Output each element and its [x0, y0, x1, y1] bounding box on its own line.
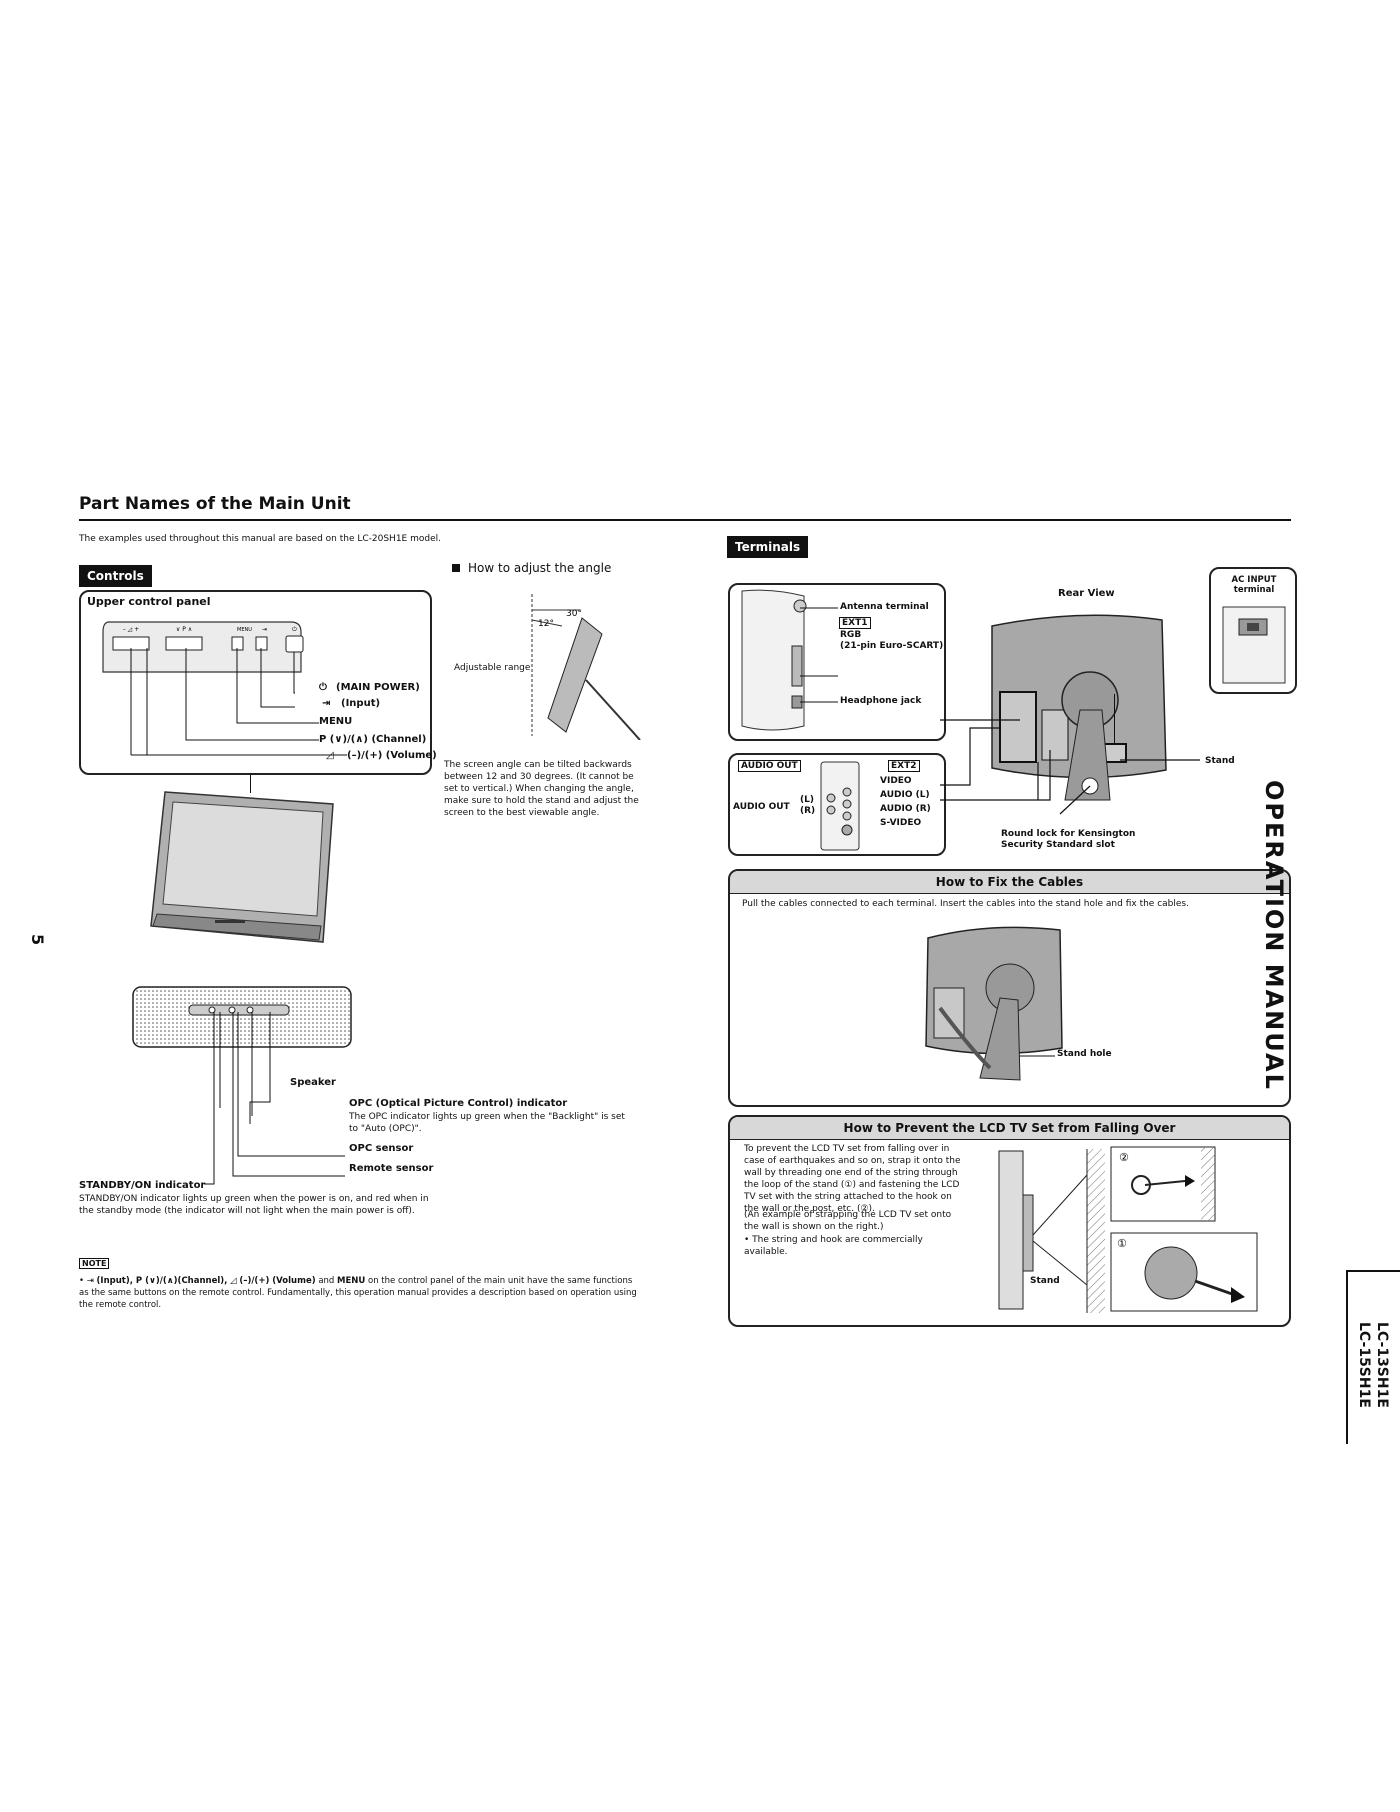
audio-out-boxed-label: AUDIO OUT: [738, 760, 801, 772]
headphone-jack-label: Headphone jack: [840, 696, 922, 706]
model-divider-horizontal: [1346, 1270, 1400, 1272]
upper-control-panel-box: Upper control panel: [79, 590, 432, 775]
intro-text: The examples used throughout this manual…: [79, 534, 441, 544]
kensington-label: Round lock for Kensington Security Stand…: [1001, 829, 1136, 850]
ac-input-box: AC INPUT terminal: [1209, 567, 1297, 694]
prevent-fall-bullet-item: • The string and hook are commercially a…: [744, 1235, 923, 1257]
video-label: VIDEO: [880, 776, 912, 786]
operation-manual-side-title: OPERATION MANUAL: [1260, 780, 1288, 1091]
side-panel-illustration: [741, 589, 807, 731]
svg-text:MENU: MENU: [237, 627, 252, 633]
circle-1-text: ①: [1117, 1237, 1127, 1250]
ext2-label: EXT2: [888, 760, 920, 772]
tv-front-illustration: [150, 791, 334, 943]
audio-out-l-label: (L): [800, 795, 814, 805]
audio-out-label: AUDIO OUT: [733, 802, 790, 812]
standby-indicator-title: STANDBY/ON indicator: [79, 1180, 206, 1191]
controls-heading: Controls: [79, 565, 152, 587]
volume-icon: ◿: [326, 750, 334, 761]
fix-cables-desc: Pull the cables connected to each termin…: [742, 899, 1189, 909]
model-lc15: LC-15SH1E: [1356, 1322, 1372, 1408]
model-divider-vertical: [1346, 1270, 1348, 1444]
antenna-terminal-label: Antenna terminal: [840, 602, 929, 612]
rear-view-illustration: [940, 614, 1200, 815]
ac-input-illustration: [1222, 606, 1286, 684]
volume-icon: ◿: [230, 1276, 237, 1286]
channel-label: P (∨)/(∧) (Channel): [319, 734, 427, 745]
speaker-bar-illustration: [132, 986, 352, 1048]
terminals-heading: Terminals: [727, 536, 809, 558]
side-terminal-leaders: [800, 607, 838, 703]
bullet-square: [452, 564, 460, 572]
note-menu: MENU: [337, 1276, 366, 1286]
note-text: • ⇥ (Input), P (∨)/(∧)(Channel), ◿ (–)/(…: [79, 1276, 637, 1310]
svg-text:– ◿ +: – ◿ +: [123, 626, 139, 633]
prevent-fall-stand-label: Stand: [1030, 1276, 1060, 1286]
note-rest: on the control panel of the main unit ha…: [79, 1276, 637, 1310]
circle-2-text: ②: [1119, 1151, 1129, 1164]
prevent-fall-box: How to Prevent the LCD TV Set from Falli…: [728, 1115, 1291, 1327]
ac-input-label: AC INPUT terminal: [1231, 575, 1277, 595]
page-number: 5: [28, 934, 47, 946]
note-and: and: [318, 1276, 335, 1286]
svg-text:⇥: ⇥: [262, 626, 267, 633]
rear-view-label: Rear View: [1058, 588, 1115, 599]
connector-line: [250, 775, 251, 793]
speaker-label: Speaker: [290, 1077, 336, 1088]
rgb-detail-label: (21-pin Euro-SCART): [840, 641, 944, 651]
control-panel-diagram: – ◿ + ∨ P ∧ MENU ⇥ ⏻: [102, 621, 347, 756]
input-icon: ⇥: [86, 1276, 94, 1286]
audio-panel-illustration: [820, 761, 860, 851]
title-divider: [79, 519, 1291, 521]
input-icon: ⇥: [322, 698, 331, 709]
ext1-label: EXT1: [839, 617, 871, 629]
audio-l-label: AUDIO (L): [880, 790, 930, 800]
menu-label: MENU: [319, 716, 353, 727]
speaker-leader-lines: [204, 1012, 345, 1185]
fix-cables-box: How to Fix the Cables Pull the cables co…: [728, 869, 1291, 1107]
input-label: (Input): [341, 698, 381, 709]
fix-cables-heading: How to Fix the Cables: [730, 871, 1289, 894]
audio-out-r-label: (R): [800, 806, 816, 816]
audio-terminal-box: [728, 753, 946, 856]
model-lc13: LC-13SH1E: [1374, 1322, 1390, 1408]
side-terminal-box: [728, 583, 946, 741]
opc-sensor-label: OPC sensor: [349, 1143, 414, 1154]
angle-30-text: 30°: [566, 609, 582, 619]
remote-sensor-label: Remote sensor: [349, 1163, 434, 1174]
stand-hole-label: Stand hole: [1057, 1049, 1112, 1059]
rgb-label: RGB: [840, 630, 862, 640]
fix-cables-illustration: [925, 926, 1063, 1081]
volume-label: (–)/(+) (Volume): [347, 750, 437, 761]
audio-r-label: AUDIO (R): [880, 804, 931, 814]
angle-desc: The screen angle can be tilted backwards…: [444, 760, 639, 818]
svg-text:⏻: ⏻: [292, 626, 297, 633]
prevent-fall-example: (An example of strapping the LCD TV set …: [744, 1210, 952, 1232]
note-volume: (–)/(+) (Volume): [239, 1276, 316, 1286]
adjustable-range-label: Adjustable range: [454, 663, 531, 673]
angle-diagram: 30° 12°: [531, 594, 641, 740]
prevent-fall-desc: To prevent the LCD TV set from falling o…: [744, 1144, 961, 1214]
main-power-icon: ⏻: [319, 682, 327, 693]
prevent-fall-heading: How to Prevent the LCD TV Set from Falli…: [730, 1117, 1289, 1140]
page-title: Part Names of the Main Unit: [79, 494, 351, 514]
s-video-label: S-VIDEO: [880, 818, 922, 828]
prevent-fall-bullet: The string and hook are commercially ava…: [744, 1235, 923, 1257]
stand-label: Stand: [1205, 756, 1235, 766]
upper-control-panel-title: Upper control panel: [87, 595, 211, 608]
angle-12-text: 12°: [538, 619, 554, 629]
opc-indicator-title: OPC (Optical Picture Control) indicator: [349, 1098, 568, 1109]
prevent-fall-illustration: ② ①: [998, 1146, 1258, 1313]
main-power-label: (MAIN POWER): [336, 682, 420, 693]
opc-indicator-desc: The OPC indicator lights up green when t…: [349, 1112, 625, 1134]
note-prefix: (Input), P (∨)/(∧)(Channel),: [96, 1276, 228, 1286]
note-label: NOTE: [79, 1258, 110, 1269]
ac-leader-line: [1114, 694, 1115, 744]
angle-heading: How to adjust the angle: [468, 561, 612, 575]
svg-text:∨ P ∧: ∨ P ∧: [176, 626, 192, 633]
standby-indicator-desc: STANDBY/ON indicator lights up green whe…: [79, 1194, 429, 1216]
